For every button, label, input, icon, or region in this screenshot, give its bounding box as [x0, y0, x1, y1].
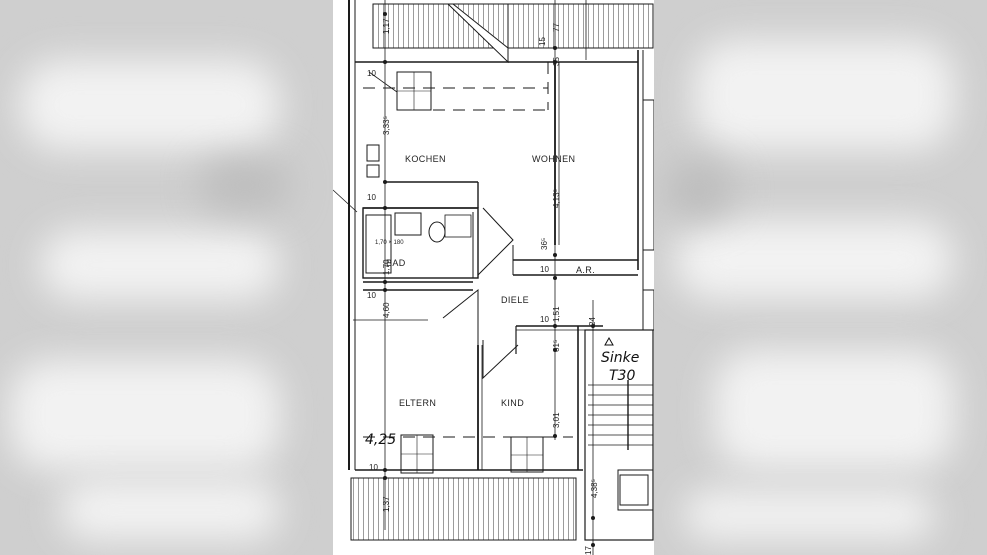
dim-wall-10-f: 10	[540, 315, 549, 324]
dim-diele-height: 1,51	[552, 306, 561, 322]
top-hatch-right	[507, 3, 654, 49]
room-label-diele: DIELE	[501, 295, 529, 305]
stair-treads	[588, 384, 653, 446]
room-label-eltern: ELTERN	[399, 398, 436, 408]
dim-top-mid-15: 15	[538, 37, 547, 46]
floor-plan-drawing: KOCHEN WOHNEN BAD DIELE A.R. ELTERN KIND…	[333, 0, 654, 555]
dim-wall-10-e: 10	[540, 265, 549, 274]
dim-bath-height: 1,70	[382, 259, 391, 275]
dim-right-24: 24	[588, 317, 597, 326]
dim-right-438: 4,38⁵	[590, 479, 599, 498]
dim-kind-height: 3,01	[552, 412, 561, 428]
stair-note-2: T30	[609, 368, 635, 384]
blurred-background-left	[0, 0, 333, 555]
dim-top-mid-35: 35	[552, 57, 561, 66]
dashed-lines	[363, 62, 573, 471]
dimension-ticks	[383, 12, 595, 547]
dim-bottom-17: 17	[584, 546, 593, 555]
dim-mid-36: 36⁵	[540, 238, 549, 250]
room-label-ar: A.R.	[576, 265, 595, 275]
dim-kitchen-height: 3,33⁵	[382, 116, 391, 135]
dimension-lines	[353, 0, 594, 555]
room-label-kochen: KOCHEN	[405, 154, 446, 164]
room-label-kind: KIND	[501, 398, 524, 408]
floor-plan: KOCHEN WOHNEN BAD DIELE A.R. ELTERN KIND…	[333, 0, 654, 555]
top-hatch-left	[372, 3, 509, 64]
dim-tub-size: 1,70 × 180	[375, 240, 404, 246]
dim-eltern-height: 4,60	[382, 302, 391, 318]
dim-kind-61: 61⁵	[552, 340, 561, 352]
dim-top-left-height: 1,17	[382, 18, 391, 34]
dim-wall-10-b: 10	[367, 193, 376, 202]
room-label-bad: BAD	[386, 258, 406, 268]
stair-note-1: Sinke	[601, 350, 639, 366]
dim-wall-10-d: 10	[369, 463, 378, 472]
dim-wohnen-height: 4,13⁵	[552, 189, 561, 208]
blurred-background-right	[654, 0, 987, 555]
dim-wall-10-a: 10	[367, 69, 376, 78]
triangle-marker	[604, 336, 614, 346]
dim-top-mid-77: 77	[552, 23, 561, 32]
dim-bottom-left-height: 1,37	[382, 496, 391, 512]
dim-wall-10-c: 10	[367, 291, 376, 300]
handwritten-width: 4,25	[365, 432, 396, 448]
room-label-wohnen: WOHNEN	[532, 154, 575, 164]
